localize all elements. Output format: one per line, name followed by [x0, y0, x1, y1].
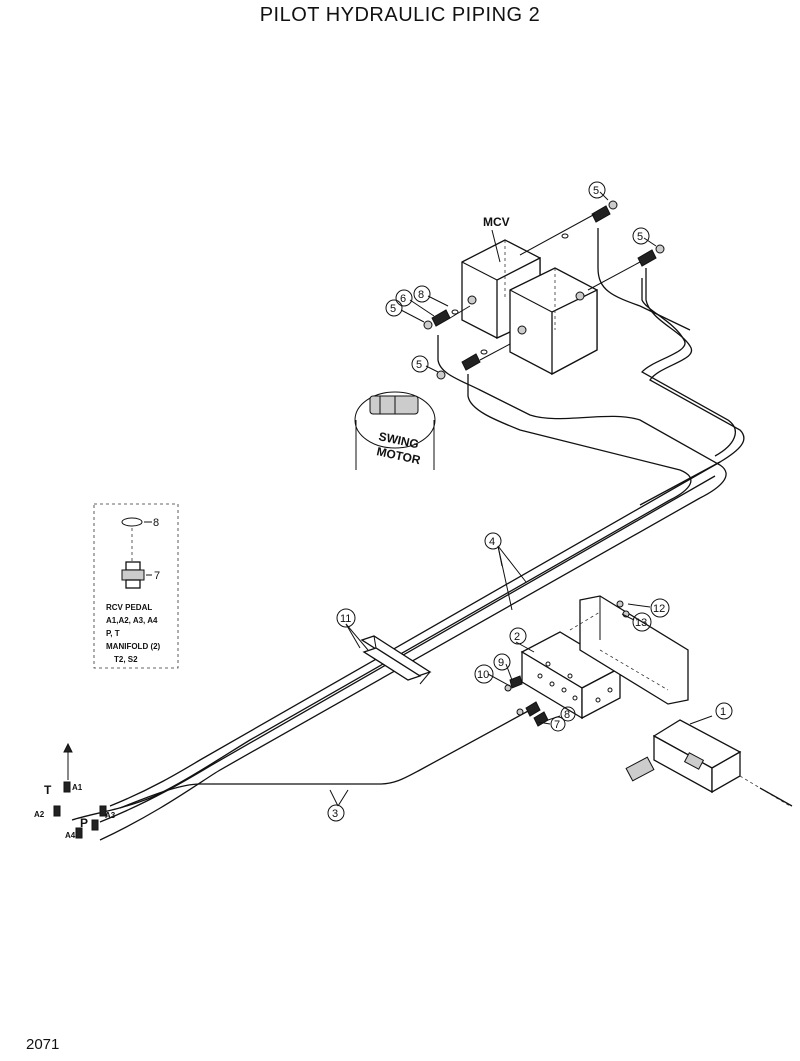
- detail-line-3: P, T: [106, 629, 120, 638]
- manifold-2: [520, 631, 622, 720]
- port-a4: A4: [65, 831, 76, 840]
- port-fittings: [53, 742, 107, 839]
- callout-11: 11: [340, 613, 351, 625]
- callout-5b: 5: [637, 231, 643, 243]
- port-t: T: [44, 783, 52, 797]
- callout-7: 7: [554, 719, 560, 731]
- port-a3: A3: [105, 811, 116, 820]
- port-a2: A2: [34, 810, 45, 819]
- detail-item-7: 7: [154, 570, 160, 582]
- manifold-fittings: [504, 600, 630, 727]
- callout-2: 2: [514, 631, 520, 643]
- detail-box: 8 7 RCV PEDAL A1,A2, A3, A4 P, T MANIFOL…: [93, 503, 179, 669]
- hoses-upper: [437, 228, 745, 506]
- hoses-long: [71, 461, 721, 841]
- port-labels: T A1 A2 A3 P A4: [34, 783, 116, 840]
- mcv-block: MCV: [461, 215, 598, 376]
- callout-5d: 5: [416, 359, 422, 371]
- hose-3: [119, 709, 531, 809]
- detail-line-5: T2, S2: [114, 655, 138, 664]
- clamp-11: [345, 623, 432, 685]
- mcv-label: MCV: [483, 215, 510, 229]
- plate-13: [569, 595, 689, 705]
- page-title: PILOT HYDRAULIC PIPING 2: [259, 4, 541, 26]
- mcv-fittings: [423, 200, 665, 380]
- detail-line-4: MANIFOLD (2): [106, 642, 161, 651]
- callout-10: 10: [477, 669, 489, 681]
- pedal-valve-1: [625, 719, 793, 807]
- callout-8b: 8: [564, 709, 570, 721]
- port-a1: A1: [72, 783, 83, 792]
- port-p: P: [80, 816, 88, 830]
- detail-item-8: 8: [153, 517, 159, 529]
- callout-12: 12: [653, 603, 665, 615]
- callouts: 5 5 5 5 6 8 4 11 2 9 10 8 7 1 12 13 3: [327, 181, 733, 822]
- callout-5c: 5: [390, 303, 396, 315]
- detail-line-1: RCV PEDAL: [106, 603, 152, 612]
- callout-5a: 5: [593, 185, 599, 197]
- swing-motor: SWING MOTOR: [354, 391, 436, 470]
- callout-3: 3: [332, 808, 338, 820]
- callout-13: 13: [635, 617, 647, 629]
- callout-1: 1: [720, 706, 726, 718]
- detail-line-2: A1,A2, A3, A4: [106, 616, 158, 625]
- callout-6: 6: [400, 293, 406, 305]
- page-number: 2071: [26, 1036, 60, 1053]
- callout-4: 4: [489, 536, 495, 548]
- callout-8a: 8: [418, 289, 424, 301]
- callout-9: 9: [498, 657, 504, 669]
